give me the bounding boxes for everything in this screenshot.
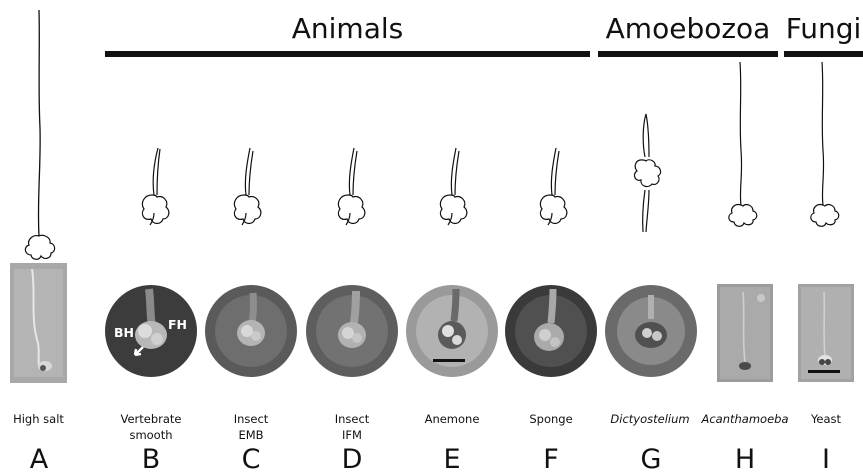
- group-label-amoebozoa: Amoebozoa: [598, 12, 778, 45]
- caption-panel-d: Insect IFM: [306, 412, 398, 443]
- em-image-panel-g: [605, 285, 697, 377]
- panel-letter-i: I: [806, 444, 846, 475]
- group-bar-fungi: [784, 51, 863, 57]
- panel-letter-d: D: [332, 444, 372, 475]
- panel-letter-g: G: [631, 444, 671, 475]
- caption-panel-b: Vertebrate smooth: [105, 412, 197, 443]
- group-label-animals: Animals: [105, 12, 590, 45]
- caption-panel-a: High salt: [0, 412, 77, 428]
- group-bar-animals: [105, 51, 590, 57]
- annotation-fh: FH: [168, 317, 187, 332]
- group-bar-amoebozoa: [598, 51, 778, 57]
- caption-panel-h: Acanthamoeba: [700, 412, 790, 428]
- group-label-fungi: Fungi: [784, 12, 863, 45]
- panel-letter-h: H: [725, 444, 765, 475]
- sketch-panel-b: [130, 145, 180, 235]
- panel-letter-b: B: [131, 444, 171, 475]
- panel-letter-f: F: [531, 444, 571, 475]
- em-image-panel-c: [205, 285, 297, 377]
- em-image-panel-e: [406, 285, 498, 377]
- em-image-panel-d: [306, 285, 398, 377]
- panel-letter-e: E: [432, 444, 472, 475]
- caption-panel-e: Anemone: [406, 412, 498, 428]
- sketch-panel-d: [326, 145, 376, 235]
- panel-letter-a: A: [19, 444, 59, 475]
- em-image-panel-i: [798, 284, 854, 382]
- em-image-panel-a: [10, 263, 67, 383]
- sketch-panel-i: [804, 60, 854, 230]
- sketch-panel-a: [15, 8, 65, 268]
- sketch-panel-c: [222, 145, 272, 235]
- sketch-panel-h: [722, 60, 772, 230]
- caption-panel-i: Yeast: [796, 412, 856, 428]
- em-image-panel-f: [505, 285, 597, 377]
- panel-letter-c: C: [231, 444, 271, 475]
- sketch-panel-g: [625, 112, 675, 237]
- scale-bar-panel-i: [808, 370, 840, 373]
- sketch-panel-f: [528, 145, 578, 235]
- annotation-bh: BH: [114, 325, 134, 340]
- caption-panel-g: Dictyostelium: [600, 412, 700, 428]
- sketch-panel-e: [428, 145, 478, 235]
- em-image-panel-h: [717, 284, 773, 382]
- caption-panel-c: Insect EMB: [205, 412, 297, 443]
- caption-panel-f: Sponge: [505, 412, 597, 428]
- scale-bar-panel-e: [433, 359, 465, 362]
